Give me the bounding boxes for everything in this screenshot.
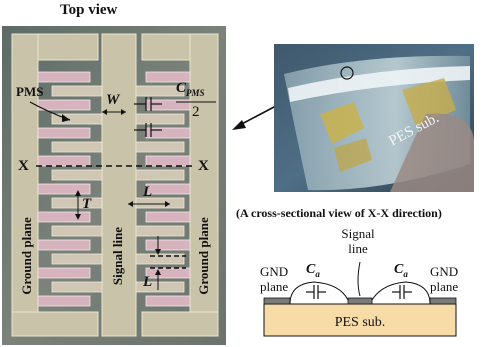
ca-left-c: C — [306, 262, 316, 277]
signal-line-caption-2: line — [348, 241, 368, 256]
ground-plane-left-label: Ground plane — [19, 217, 34, 295]
top-view-micrograph — [2, 26, 226, 345]
signal-line-label: Signal line — [110, 226, 125, 286]
cpms-label-sub: PMS — [186, 88, 205, 98]
hand-shape — [390, 113, 474, 192]
cross-section-title: (A cross-sectional view of X-X direction… — [236, 206, 442, 220]
cross-capacitor-left — [306, 285, 326, 299]
cpms-label-c: C — [176, 80, 187, 96]
capacitor-symbol-bottom — [134, 123, 162, 137]
signal-line-caption-1: Signal — [341, 226, 375, 241]
left-ground-plane — [11, 33, 99, 337]
ca-left-sub: a — [315, 268, 320, 279]
ca-right-sub: a — [403, 268, 408, 279]
signal-right-fingers — [135, 85, 185, 293]
t-label: T — [82, 196, 92, 212]
gnd-left-caption-1: GND — [260, 264, 289, 279]
top-view-title: Top view — [60, 2, 118, 18]
x-right-label: X — [198, 158, 209, 174]
signal-pointer — [357, 261, 361, 297]
right-ground-plane — [141, 33, 219, 337]
light-glare — [288, 66, 470, 102]
gnd-right-caption-2: plane — [430, 279, 459, 294]
ca-left-label: Ca — [306, 262, 320, 279]
signal-layer — [347, 297, 373, 305]
signal-left-fingers — [51, 85, 103, 293]
w-label: W — [106, 92, 119, 109]
l-lower-label: L — [143, 274, 153, 290]
ca-right-label: Ca — [394, 262, 408, 279]
w-label-text: W — [106, 92, 120, 108]
right-ground-fingers — [145, 71, 191, 307]
cpms-label: CPMS — [176, 80, 205, 98]
gnd-left-layer — [263, 297, 291, 305]
cpms-denominator: 2 — [192, 104, 200, 120]
gold-pattern-1 — [320, 102, 364, 144]
highlight-circle — [340, 66, 354, 80]
left-bridge — [289, 281, 349, 305]
gnd-right-layer — [429, 297, 457, 305]
gnd-left-caption: GND plane — [260, 264, 288, 294]
ground-plane-right-label: Ground plane — [196, 217, 211, 295]
gnd-left-caption-2: plane — [260, 279, 289, 294]
cross-substrate-label: PES sub. — [335, 315, 386, 330]
capacitor-symbol-top — [134, 97, 162, 111]
photo-flexible-substrate: PES sub. — [274, 44, 474, 192]
left-ground-fingers — [37, 71, 91, 307]
gold-pattern-3 — [334, 138, 372, 172]
gnd-right-caption-1: GND — [430, 264, 459, 279]
x-left-label: X — [18, 158, 29, 174]
pms-label: PMS — [16, 84, 44, 99]
signal-line-strip — [101, 33, 137, 337]
signal-line-caption: Signal line — [338, 226, 378, 256]
ca-right-c: C — [394, 262, 404, 277]
cross-section-diagram: PES sub. — [263, 261, 457, 337]
gnd-right-caption: GND plane — [430, 264, 458, 294]
l-upper-label: L — [143, 184, 153, 200]
cross-capacitor-right — [392, 285, 412, 299]
right-bridge — [371, 281, 431, 305]
